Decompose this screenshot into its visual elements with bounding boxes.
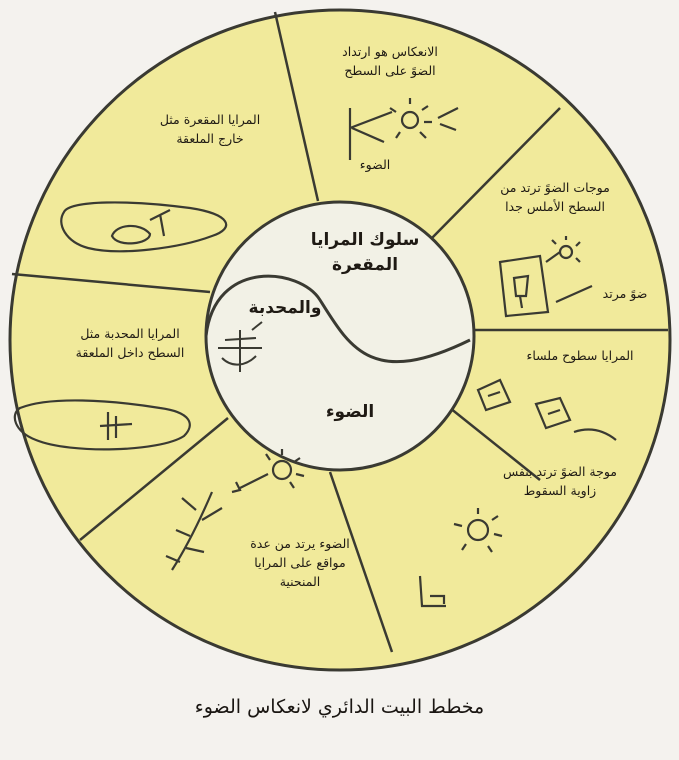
- segment-2-line-2: السطح الأملس جدا: [505, 199, 605, 214]
- segment-1-label: الانعكاس هو ارتداد الضوً على السطح: [320, 42, 460, 80]
- divider-4: [439, 399, 541, 481]
- segment-1-line-2: الضوً على السطح: [344, 63, 436, 78]
- segment-4-line-1: موجة الضوً ترتد بنفس: [502, 464, 617, 479]
- smooth-mirrors-icon: [476, 378, 617, 441]
- segment-2-sketch-label: ضوً مرتد: [602, 286, 648, 301]
- center-light-label: الضوء: [300, 400, 400, 425]
- center-line-2: المقعرة: [331, 255, 399, 275]
- segment-5-line-3: المنحنية: [279, 574, 321, 589]
- segment-2-label: موجات الضوً ترتد من السطح الأملس جدا: [475, 178, 635, 216]
- angle-of-incidence-icon: [418, 508, 503, 608]
- center-convex-label: والمحدبة: [225, 296, 345, 321]
- diagram-caption: مخطط البيت الدائري لانعكاس الضوء: [194, 696, 485, 718]
- segment-5-label: الضوء يرتد من عدة مواقع على المرايا المن…: [225, 534, 375, 591]
- sun-ray-mirror-icon: [348, 98, 459, 160]
- divider-1: [273, 11, 320, 202]
- segment-5-line-1: الضوء يرتد من عدة: [250, 536, 350, 551]
- segment-6-line-2: السطح داخل الملعقة: [75, 345, 185, 360]
- center-sketch-icon: [218, 321, 263, 372]
- segment-6-label: المرايا المحدبة مثل السطح داخل الملعقة: [50, 324, 210, 362]
- segment-1-line-1: الانعكاس هو ارتداد: [342, 44, 438, 59]
- segment-4-label: موجة الضوً ترتد بنفس زاوية السقوط: [480, 462, 640, 500]
- center-line-3: والمحدبة: [248, 298, 322, 318]
- segment-dividers: [11, 11, 668, 653]
- segment-7-label: المرايا المقعرة مثل خارج الملعقة: [135, 110, 285, 148]
- segment-7-line-1: المرايا المقعرة مثل: [159, 112, 261, 127]
- segment-2-line-1: موجات الضوً ترتد من: [500, 180, 610, 195]
- center-s-curve: [204, 274, 471, 364]
- spoon-outside-icon: [60, 201, 227, 253]
- divider-6: [79, 417, 229, 541]
- reflected-light-icon: [498, 236, 593, 318]
- segment-1-sketch-label: الضوء: [359, 157, 391, 172]
- spoon-inside-icon: [13, 399, 191, 451]
- segment-4-line-2: زاوية السقوط: [523, 483, 597, 498]
- divider-2: [429, 107, 561, 241]
- curved-mirror-reflection-icon: [165, 449, 305, 571]
- divider-7: [11, 272, 211, 294]
- divider-5: [328, 471, 394, 653]
- center-line-4: الضوء: [325, 402, 375, 422]
- center-line-1: سلوك المرايا: [310, 230, 420, 250]
- segment-3-line-1: المرايا سطوح ملساء: [526, 348, 634, 363]
- segment-7-line-2: خارج الملعقة: [176, 131, 244, 146]
- segment-5-line-2: مواقع على المرايا: [254, 555, 346, 570]
- segment-6-line-1: المرايا المحدبة مثل: [80, 326, 180, 341]
- segment-3-label: المرايا سطوح ملساء: [500, 346, 660, 365]
- center-title: سلوك المرايا المقعرة: [290, 228, 440, 278]
